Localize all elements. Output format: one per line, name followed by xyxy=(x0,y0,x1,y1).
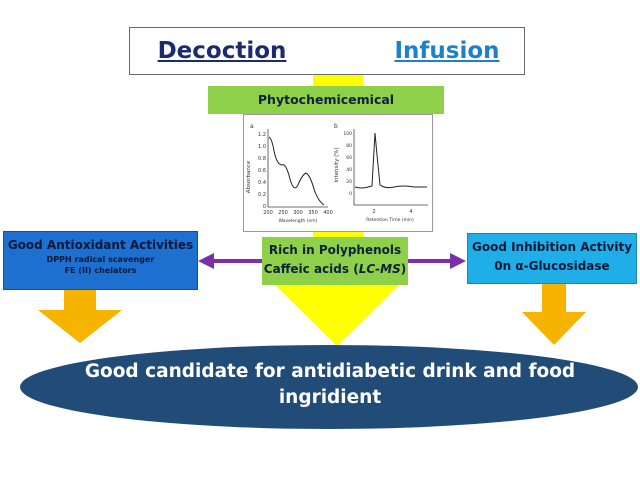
conclusion-ellipse xyxy=(20,345,638,429)
antioxidant-title: Good Antioxidant Activities xyxy=(7,238,194,252)
polyphenols-line: Rich in Polyphenols xyxy=(268,243,402,257)
panel-a-absorbance-curve xyxy=(268,136,325,206)
lcms-method: LC-MS xyxy=(358,262,401,276)
panel-b-xlabel: Retention Time (min) xyxy=(366,217,414,223)
caffeic-acids-line: Caffeic acids (LC-MS) xyxy=(262,260,408,279)
panel-b-axes xyxy=(353,129,428,206)
panel-a-xtick: 400 xyxy=(323,210,333,216)
left-orange-arrow xyxy=(38,289,122,343)
panel-b-chromatogram-curve xyxy=(354,132,427,189)
panel-a-ytick: 1.0 xyxy=(258,144,266,150)
method-header-box: Decoction Infusion xyxy=(129,27,525,75)
panel-b-ylabel: Intensity (%) xyxy=(334,147,340,182)
panel-b-xticks: 2 4 xyxy=(372,209,412,215)
conclusion-line1: Good candidate for antidiabetic drink an… xyxy=(84,361,576,382)
conclusion-text: Good candidate for antidiabetic drink an… xyxy=(60,359,600,411)
caffeic-suffix: ) xyxy=(400,262,407,276)
decoction-label: Decoction xyxy=(157,38,287,64)
panel-a-xtick: 350 xyxy=(308,210,318,216)
spectra-figure: a Absorbance 1.2 1.0 0.8 0.6 0.4 0.2 0 2… xyxy=(243,114,433,232)
panel-b-ytick: 60 xyxy=(346,155,352,161)
fe-chelators-line: FE (II) chelators xyxy=(64,266,137,275)
panel-a-ytick: 1.2 xyxy=(258,132,266,138)
panel-a-xticks: 200 250 300 350 400 xyxy=(263,210,333,216)
panel-a-axes xyxy=(267,129,328,208)
conclusion-line2: ingridient xyxy=(278,387,382,408)
dpph-line: DPPH radical scavenger xyxy=(46,255,155,264)
caffeic-prefix: Caffeic acids ( xyxy=(263,262,359,276)
panel-a-ytick: 0.2 xyxy=(258,192,266,198)
panel-a-xtick: 250 xyxy=(278,210,288,216)
panel-b-ytick: 100 xyxy=(343,131,352,137)
polyphenols-box: Rich in Polyphenols Caffeic acids (LC-MS… xyxy=(262,237,408,285)
panel-a-yticks: 1.2 1.0 0.8 0.6 0.4 0.2 0 xyxy=(258,132,266,210)
panel-b-ytick: 20 xyxy=(346,179,352,185)
panel-a-ytick: 0.4 xyxy=(258,180,266,186)
right-orange-arrow xyxy=(522,283,586,345)
antioxidant-box: Good Antioxidant Activities DPPH radical… xyxy=(3,231,198,290)
panel-a-xtick: 300 xyxy=(293,210,303,216)
phytochemical-label: Phytochemicemical Characteristics xyxy=(208,86,444,135)
panel-b-xtick: 4 xyxy=(409,209,412,215)
panel-a-ytick: 0 xyxy=(263,204,266,210)
panel-b-letter: b xyxy=(334,123,338,130)
panel-b-ytick: 80 xyxy=(346,143,352,149)
panel-b-xtick: 2 xyxy=(372,209,375,215)
panel-b-yticks: 100 80 60 40 20 0 xyxy=(343,131,352,197)
panel-a-ytick: 0.8 xyxy=(258,156,266,162)
panel-a-letter: a xyxy=(250,123,254,130)
right-purple-arrowhead xyxy=(450,253,466,269)
panel-a-xtick: 200 xyxy=(263,210,273,216)
panel-b-ytick: 40 xyxy=(346,167,352,173)
panel-a-ylabel: Absorbance xyxy=(246,160,252,193)
infusion-label: Infusion xyxy=(394,38,500,64)
panel-a-ytick: 0.6 xyxy=(258,168,266,174)
glucosidase-box: Good Inhibition Activity 0n α-Glucosidas… xyxy=(467,233,637,284)
inhibition-title: Good Inhibition Activity xyxy=(471,240,633,254)
panel-b-ytick: 0 xyxy=(349,191,352,197)
panel-a-xlabel: Wavelength (nm) xyxy=(279,218,318,224)
left-purple-arrowhead xyxy=(198,253,214,269)
glucosidase-line: 0n α-Glucosidase xyxy=(494,259,610,273)
